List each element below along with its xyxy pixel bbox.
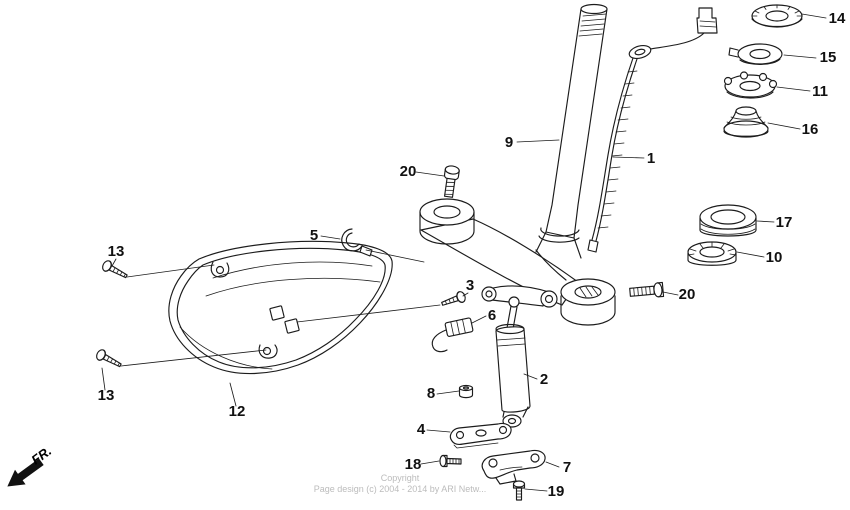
part-label-8: 8 — [427, 385, 435, 402]
screw-part-13-lower — [96, 349, 122, 368]
flange-bolt-part-20-top — [443, 165, 460, 198]
fr-direction-arrow: FR. — [7, 443, 54, 487]
steering-damper-part-2 — [495, 296, 531, 428]
watermark: Copyright Page design (c) 2004 - 2014 by… — [314, 473, 487, 494]
bearing-race-part-10 — [687, 241, 737, 266]
stem-cap-part-14 — [751, 4, 803, 28]
part-label-7: 7 — [563, 459, 571, 476]
leader-lines — [101, 13, 827, 492]
part-label-20-top: 20 — [400, 163, 417, 180]
part-label-6: 6 — [488, 307, 496, 324]
part-label-10: 10 — [766, 249, 783, 266]
part-label-1: 1 — [647, 150, 655, 167]
lock-arm-part-3 — [481, 285, 558, 308]
part-label-4: 4 — [417, 421, 426, 438]
lock-washer-part-15 — [728, 43, 783, 65]
part-label-9: 9 — [505, 134, 513, 151]
bolt-part-18 — [439, 454, 462, 468]
part-labels: 14 15 11 16 1 9 17 10 20 20 5 13 13 3 6 … — [98, 10, 846, 500]
part-label-3: 3 — [466, 277, 474, 294]
dust-seal-part-16 — [723, 106, 769, 138]
part-label-13-lower: 13 — [98, 387, 115, 404]
bushing-part-8 — [458, 384, 474, 399]
dust-cap-part-17 — [699, 204, 757, 237]
part-label-11: 11 — [812, 83, 828, 100]
speedometer-cable — [587, 7, 718, 253]
flange-bolt-part-20-right — [629, 281, 665, 298]
part-label-14: 14 — [829, 10, 846, 27]
steering-nut-part-11 — [723, 71, 778, 99]
steering-stem — [535, 3, 608, 259]
cable-clamp-part-5 — [341, 228, 425, 263]
bolt-part-19 — [512, 480, 526, 501]
screw-part-3 — [441, 291, 466, 306]
part-label-15: 15 — [820, 49, 837, 66]
wire-connector-part-6 — [431, 317, 474, 353]
part-label-18: 18 — [405, 456, 422, 473]
part-label-16: 16 — [802, 121, 819, 138]
part-label-19: 19 — [548, 483, 565, 500]
watermark-line1: Copyright — [381, 473, 420, 483]
part-label-5: 5 — [310, 227, 318, 244]
reference-lines — [120, 264, 441, 367]
stay-bracket-part-7 — [481, 449, 546, 485]
lower-bracket — [419, 198, 616, 326]
watermark-line2: Page design (c) 2004 - 2014 by ARI Netw.… — [314, 484, 487, 494]
part-label-13-upper: 13 — [108, 243, 125, 260]
screw-part-13-upper — [102, 260, 128, 279]
part-label-20-right: 20 — [679, 286, 696, 303]
cover-part — [168, 240, 393, 375]
part-label-12: 12 — [229, 403, 246, 420]
damper-bracket-part-4 — [449, 422, 512, 449]
part-label-17: 17 — [776, 214, 793, 231]
part-label-2: 2 — [540, 371, 548, 388]
